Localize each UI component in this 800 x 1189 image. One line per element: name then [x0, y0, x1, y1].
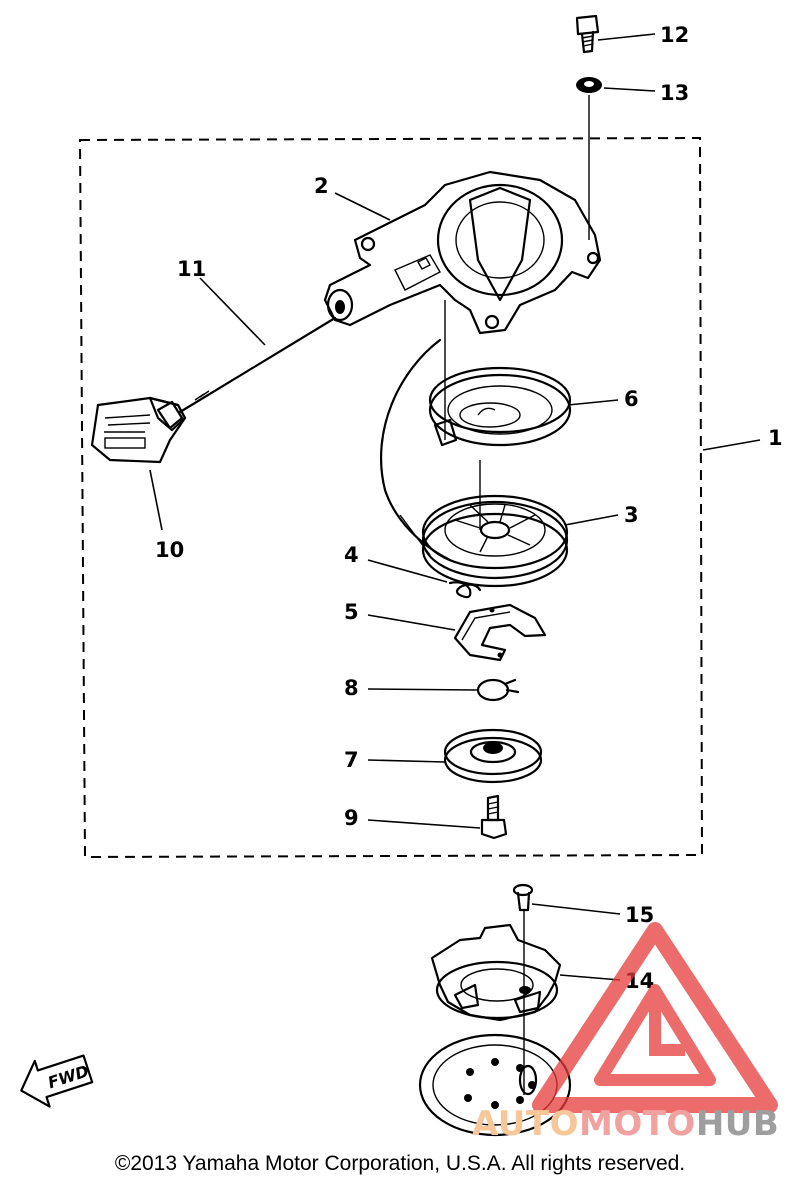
part-6-spiral-spring	[428, 366, 572, 447]
callout-8: 8	[344, 676, 359, 700]
callout-11: 11	[177, 257, 206, 281]
part-5-drive-pawl	[453, 603, 547, 662]
callout-12: 12	[660, 23, 689, 47]
watermark-logo	[532, 922, 778, 1113]
part-15-screw	[512, 883, 534, 912]
part-4-drive-spring	[448, 581, 482, 599]
assembly-boundary	[78, 136, 704, 859]
callout-15: 15	[625, 903, 654, 927]
copyright-notice: ©2013 Yamaha Motor Corporation, U.S.A. A…	[114, 1152, 686, 1175]
callout-13: 13	[660, 81, 689, 105]
part-13-washer	[576, 77, 602, 93]
part-3-pulley	[399, 494, 569, 588]
fwd-arrow-icon: FWD	[20, 1054, 94, 1108]
watermark-text: AUTOMOTOHUB	[472, 1104, 779, 1144]
part-11-rope	[178, 316, 337, 414]
callout-10: 10	[155, 538, 184, 562]
callout-2: 2	[314, 174, 329, 198]
callout-4: 4	[344, 543, 359, 567]
watermark-hub: HUB	[695, 1104, 780, 1144]
callout-3: 3	[624, 503, 639, 527]
callout-5: 5	[344, 600, 359, 624]
part-9-screw	[480, 794, 508, 840]
part-14-starter-pulley	[430, 923, 562, 1022]
part-2-starter-case	[323, 170, 602, 335]
callout-7: 7	[344, 748, 359, 772]
callout-9: 9	[344, 806, 359, 830]
part-12-bolt	[575, 14, 600, 54]
part-8-return-spring	[476, 678, 520, 702]
watermark-moto: MOTO	[578, 1104, 696, 1144]
part-7-drive-plate	[443, 728, 543, 784]
watermark-auto: AUTO	[472, 1104, 579, 1144]
callout-1: 1	[768, 426, 783, 450]
callout-6: 6	[624, 387, 639, 411]
rope-loop	[380, 338, 452, 562]
part-10-handle	[90, 396, 187, 464]
leader-lines	[149, 33, 761, 981]
